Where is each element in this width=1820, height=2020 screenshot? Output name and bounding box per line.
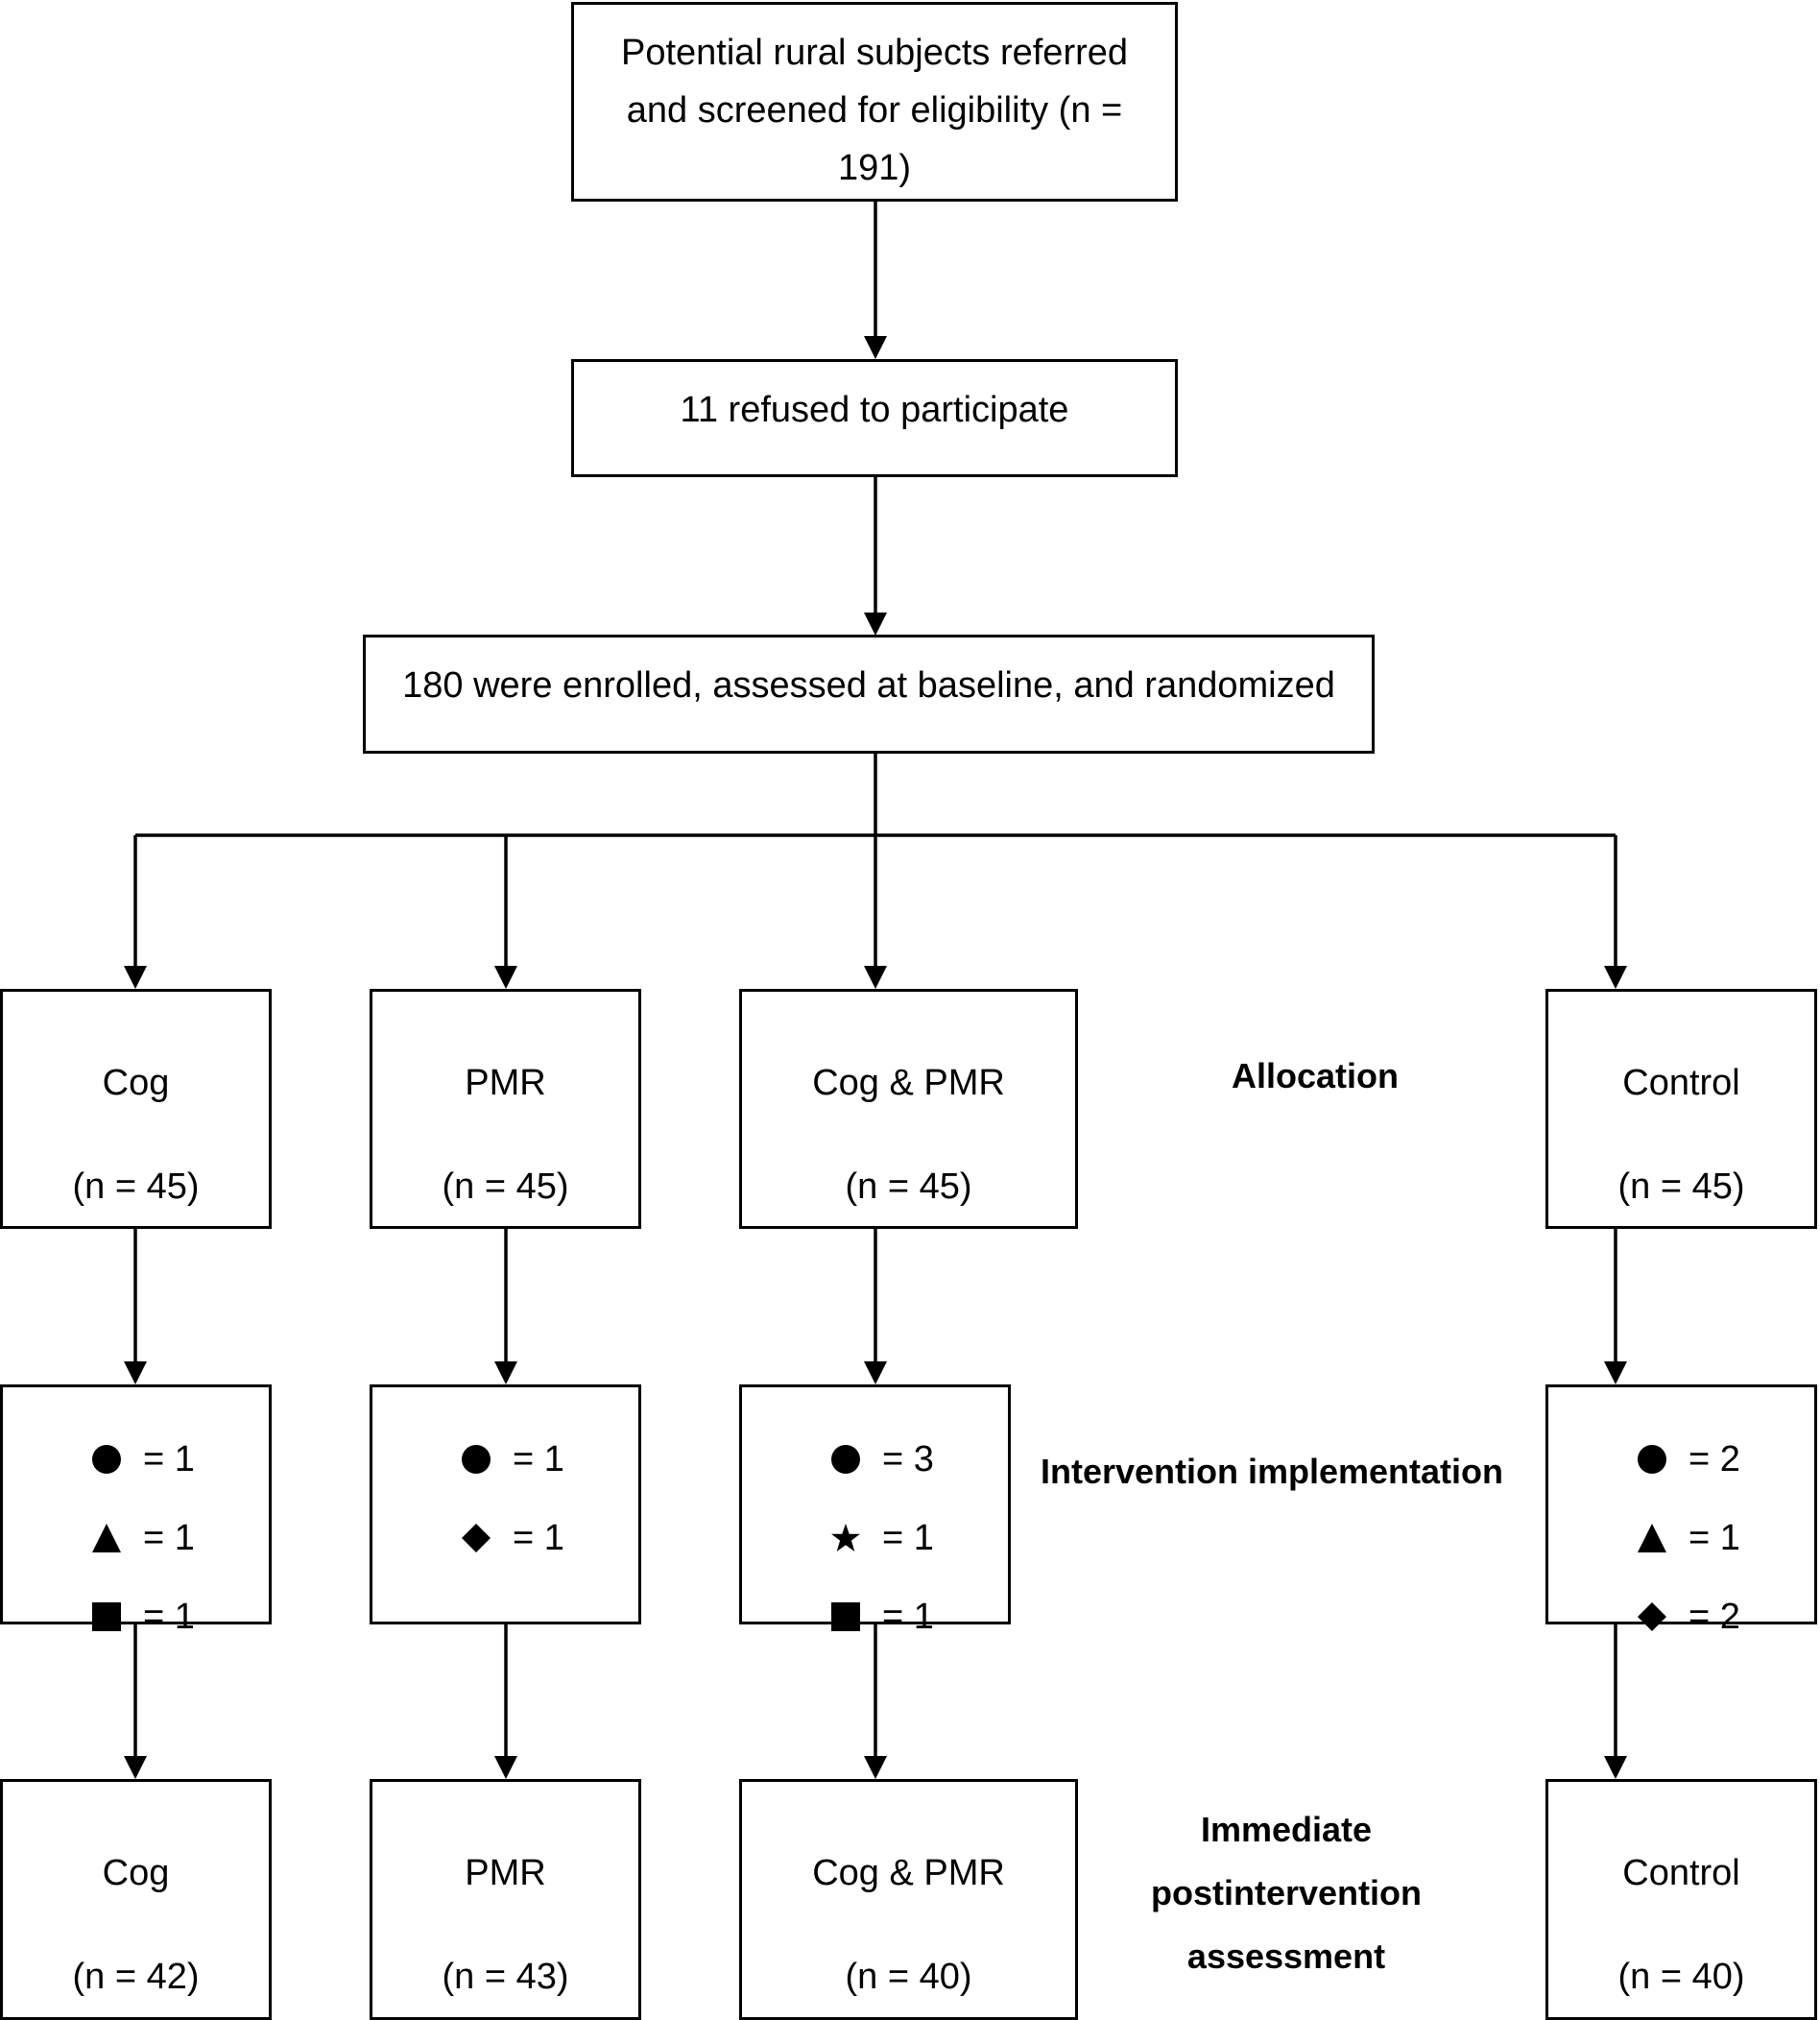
legend-row: = 1 <box>372 1431 638 1488</box>
legend-row: = 1 <box>372 1509 638 1567</box>
enrolled-text: 180 were enrolled, assessed at baseline,… <box>402 665 1335 706</box>
diamond-icon <box>462 1524 491 1552</box>
post-count: (n = 42) <box>72 1957 200 1997</box>
stage-label-postintervention: Immediate postintervention assessment <box>1114 1798 1459 1988</box>
star-icon <box>831 1524 860 1551</box>
arrowhead-alloc-cog <box>124 966 147 989</box>
arrowhead-impl-control <box>1604 1361 1627 1384</box>
post-count: (n = 40) <box>845 1957 972 1997</box>
allocation-count: (n = 45) <box>72 1166 200 1207</box>
legend-count: = 1 <box>143 1518 195 1558</box>
legend-count: = 1 <box>513 1518 564 1558</box>
refused-box: 11 refused to participate <box>571 359 1178 477</box>
legend-count: = 2 <box>1688 1439 1740 1479</box>
arrowhead-post-control <box>1604 1756 1627 1779</box>
post-group-label: Control <box>1622 1853 1740 1893</box>
allocation-count: (n = 45) <box>845 1166 972 1207</box>
legend-count: = 1 <box>143 1439 195 1479</box>
refused-text: 11 refused to participate <box>680 390 1069 430</box>
allocation-box-control: Control (n = 45) <box>1545 989 1817 1229</box>
allocation-box-cog-pmr: Cog & PMR (n = 45) <box>739 989 1078 1229</box>
square-icon <box>831 1602 860 1631</box>
post-group-label: Cog & PMR <box>812 1853 1005 1893</box>
arrowhead-impl-pmr <box>494 1361 517 1384</box>
legend-row: = 1 <box>742 1588 1008 1646</box>
implementation-box-cog-pmr: = 3 = 1 = 1 <box>739 1384 1011 1637</box>
stage-label-allocation: Allocation <box>1231 1056 1399 1095</box>
legend-row: = 2 <box>1548 1431 1814 1488</box>
screened-text: Potential rural subjects referred and sc… <box>620 33 1129 188</box>
implementation-box-pmr: = 1 = 1 <box>370 1384 641 1624</box>
circle-icon <box>92 1445 121 1474</box>
legend-count: = 3 <box>882 1439 934 1479</box>
circle-icon <box>462 1445 491 1474</box>
triangle-icon <box>1638 1524 1666 1552</box>
legend-count: = 1 <box>143 1597 195 1637</box>
post-box-pmr: PMR (n = 43) <box>370 1779 641 2020</box>
arrowhead-post-cog <box>124 1756 147 1779</box>
enrolled-box: 180 were enrolled, assessed at baseline,… <box>363 635 1375 754</box>
allocation-count: (n = 45) <box>442 1166 569 1207</box>
legend-row: = 2 <box>1548 1588 1814 1646</box>
implementation-box-cog: = 1 = 1 = 1 <box>0 1384 272 1637</box>
arrowhead-refused <box>864 336 887 359</box>
post-count: (n = 40) <box>1617 1957 1745 1997</box>
legend-count: = 2 <box>1688 1597 1740 1637</box>
screened-box: Potential rural subjects referred and sc… <box>571 2 1178 202</box>
legend-row: = 1 <box>1548 1509 1814 1567</box>
legend-count: = 1 <box>1688 1518 1740 1558</box>
square-icon <box>92 1602 121 1631</box>
post-count: (n = 43) <box>442 1957 569 1997</box>
legend-row: = 1 <box>3 1509 269 1567</box>
legend-row: = 1 <box>3 1431 269 1488</box>
stage-label-implementation: Intervention implementation <box>1040 1452 1504 1491</box>
allocation-group-label: Cog & PMR <box>812 1063 1005 1103</box>
post-box-control: Control (n = 40) <box>1545 1779 1817 2020</box>
arrowhead-post-cogpmr <box>864 1756 887 1779</box>
arrowhead-alloc-control <box>1604 966 1627 989</box>
implementation-box-control: = 2 = 1 = 2 <box>1545 1384 1817 1637</box>
stage-label-line: postintervention <box>1150 1873 1422 1912</box>
legend-count: = 1 <box>882 1597 934 1637</box>
post-group-label: PMR <box>465 1853 546 1893</box>
legend-row: = 1 <box>742 1509 1008 1567</box>
allocation-box-pmr: PMR (n = 45) <box>370 989 641 1229</box>
circle-icon <box>1638 1445 1666 1474</box>
arrowhead-post-pmr <box>494 1756 517 1779</box>
legend-count: = 1 <box>513 1439 564 1479</box>
post-group-label: Cog <box>102 1853 170 1893</box>
arrowhead-alloc-pmr <box>494 966 517 989</box>
legend-row: = 3 <box>742 1431 1008 1488</box>
arrowhead-impl-cogpmr <box>864 1361 887 1384</box>
circle-icon <box>831 1445 860 1474</box>
arrowhead-alloc-cogpmr <box>864 966 887 989</box>
legend-count: = 1 <box>882 1518 934 1558</box>
allocation-group-label: Cog <box>102 1063 170 1103</box>
stage-label-line: assessment <box>1186 1936 1386 1976</box>
allocation-box-cog: Cog (n = 45) <box>0 989 272 1229</box>
triangle-icon <box>92 1524 121 1552</box>
allocation-group-label: PMR <box>465 1063 546 1103</box>
arrowhead-enrolled <box>864 613 887 636</box>
post-box-cog-pmr: Cog & PMR (n = 40) <box>739 1779 1078 2020</box>
arrowhead-impl-cog <box>124 1361 147 1384</box>
legend-row: = 1 <box>3 1588 269 1646</box>
stage-label-line: Immediate <box>1200 1810 1373 1849</box>
post-box-cog: Cog (n = 42) <box>0 1779 272 2020</box>
allocation-group-label: Control <box>1622 1063 1740 1103</box>
allocation-count: (n = 45) <box>1617 1166 1745 1207</box>
diamond-icon <box>1638 1602 1666 1631</box>
